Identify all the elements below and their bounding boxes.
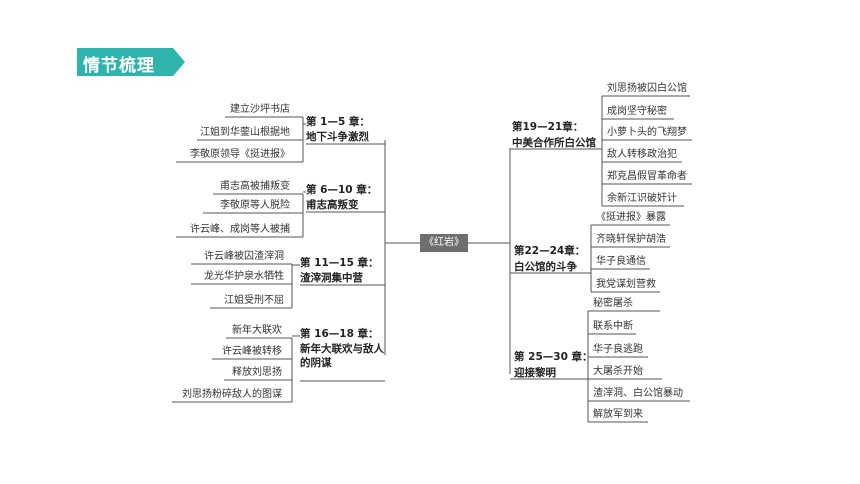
event-right-3-4: 大屠杀开始	[593, 366, 643, 377]
event-right-3-6: 解放军到来	[593, 409, 643, 420]
event-left-4-3: 释放刘思扬	[232, 367, 282, 378]
event-left-4-2: 许云峰被转移	[222, 346, 282, 357]
event-left-1-3: 李敬原领导《挺进报》	[190, 149, 290, 160]
chapter-title-left-3: 渣滓洞集中营	[300, 272, 363, 284]
event-left-3-3: 江姐受刑不屈	[224, 295, 284, 306]
event-left-4-4: 刘思扬粉碎敌人的图谋	[182, 389, 282, 400]
event-right-1-5: 郑克昌假冒革命者	[607, 171, 687, 182]
chapter-title-left-2: 甫志高叛变	[306, 199, 359, 211]
event-right-3-5: 渣滓洞、白公馆暴动	[593, 388, 683, 399]
section-title: 情节梳理	[83, 56, 155, 76]
event-right-2-2: 齐晓轩保护胡浩	[596, 234, 666, 245]
chapter-range-right-2: 第22—24章：	[514, 245, 586, 257]
event-left-2-1: 甫志高被捕叛变	[220, 181, 290, 192]
root-node: 《红岩》	[420, 234, 468, 252]
event-right-1-6: 余新江识破奸计	[607, 193, 677, 204]
event-left-1-2: 江姐到华蓥山根据地	[200, 127, 290, 138]
chapter-range-left-2: 第 6—10 章：	[306, 184, 378, 196]
chapter-range-left-1: 第 1—5 章：	[306, 116, 370, 128]
chapter-range-left-3: 第 11—15 章：	[300, 257, 379, 269]
badge-shape	[77, 48, 185, 76]
event-left-2-3: 许云峰、成岗等人被捕	[190, 224, 290, 235]
event-right-1-3: 小萝卜头的飞翔梦	[607, 127, 687, 138]
chapter-range-left-4: 第 16—18 章：	[300, 328, 379, 340]
event-right-1-1: 刘思扬被囚白公馆	[607, 83, 687, 94]
chapter-title-left-4: 新年大联欢与敌人的阴谋	[300, 343, 384, 370]
event-right-3-1: 秘密屠杀	[593, 298, 633, 309]
chapter-range-right-3: 第 25—30 章：	[514, 351, 593, 363]
chapter-title-right-3: 迎接黎明	[514, 367, 556, 379]
chapter-title-right-2: 白公馆的斗争	[514, 261, 577, 273]
event-right-1-2: 成岗坚守秘密	[607, 106, 667, 117]
event-right-2-1: 《挺进报》暴露	[596, 212, 666, 223]
event-left-1-1: 建立沙坪书店	[230, 104, 290, 115]
event-left-3-1: 许云峰被囚渣滓洞	[204, 251, 284, 262]
chapter-title-right-1: 中美合作所白公馆	[512, 137, 596, 149]
event-left-3-2: 龙光华护泉水牺牲	[204, 271, 284, 282]
chapter-range-right-1: 第19—21章：	[512, 121, 584, 133]
event-right-2-4: 我党谋划营救	[596, 279, 656, 290]
event-right-3-2: 联系中断	[593, 321, 633, 332]
event-right-3-3: 华子良逃跑	[593, 344, 643, 355]
event-left-4-1: 新年大联欢	[232, 325, 282, 336]
badge-background	[77, 48, 185, 76]
section-title-badge: 情节梳理	[77, 48, 185, 76]
event-left-2-2: 李敬原等人脱险	[220, 200, 290, 211]
event-right-2-3: 华子良通信	[596, 256, 646, 267]
chapter-title-left-1: 地下斗争激烈	[306, 131, 369, 143]
event-right-1-4: 敌人转移政治犯	[607, 149, 677, 160]
